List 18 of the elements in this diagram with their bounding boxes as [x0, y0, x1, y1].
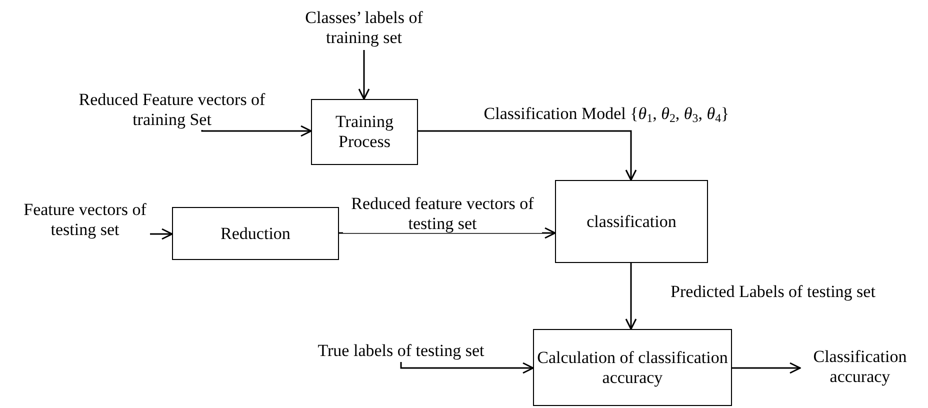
flow-text: True labels of testing set	[290, 340, 512, 362]
process-box: Reduction	[172, 207, 339, 260]
arrow	[150, 228, 173, 240]
arrow	[400, 362, 534, 374]
arrow	[201, 125, 312, 137]
process-box: Calculation of classification accuracy	[533, 329, 732, 406]
arrow	[418, 130, 637, 181]
process-box: classification	[555, 180, 708, 263]
flow-text: Classification accuracy	[800, 345, 920, 389]
arrow	[339, 227, 556, 239]
arrow	[358, 50, 370, 100]
arrow	[625, 263, 637, 330]
flow-text: Reduced Feature vectors of training Set	[72, 90, 272, 130]
edge-label: Reduced feature vectors of testing set	[343, 194, 542, 234]
arrow	[732, 362, 801, 374]
flow-text: Classes’ labels of training set	[279, 6, 449, 50]
process-box: Training Process	[311, 99, 418, 165]
flow-text: Feature vectors of testing set	[20, 198, 150, 242]
